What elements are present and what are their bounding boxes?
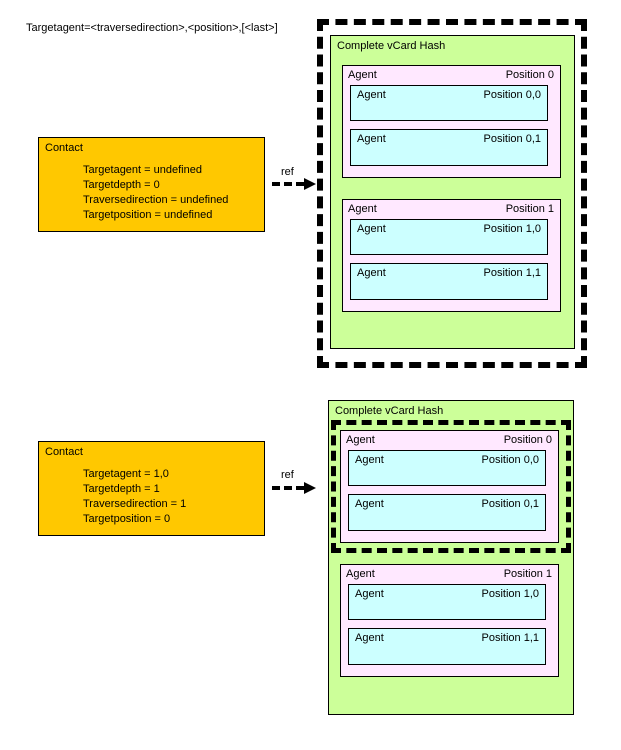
sub-agent-position: Position 1,0 xyxy=(483,223,541,235)
sub-agent-box: Agent Position 0,1 xyxy=(350,129,548,166)
contact-property: Targetdepth = 1 xyxy=(83,483,160,495)
agent-label: Agent xyxy=(346,568,375,580)
agent-box: Agent Position 1 Agent Position 1,0 Agen… xyxy=(342,199,561,312)
contact-box: Contact Targetagent = undefined Targetde… xyxy=(38,137,265,232)
contact-property: Targetdepth = 0 xyxy=(83,179,160,191)
sub-agent-box: Agent Position 0,1 xyxy=(348,494,546,531)
sub-agent-position: Position 1,0 xyxy=(481,588,539,600)
ref-label: ref xyxy=(281,469,294,481)
contact-properties: Targetagent = 1,0 Targetdepth = 1 Traver… xyxy=(83,467,186,527)
sub-agent-label: Agent xyxy=(357,223,386,235)
vcard-hash-box: Complete vCard Hash Agent Position 0 Age… xyxy=(330,35,575,349)
sub-agent-label: Agent xyxy=(355,632,384,644)
target-agent-dashed-highlight xyxy=(331,420,571,553)
ref-arrow xyxy=(271,481,317,495)
sub-agent-box: Agent Position 1,1 xyxy=(350,263,548,300)
agent-box: Agent Position 0 Agent Position 0,0 Agen… xyxy=(342,65,561,178)
sub-agent-position: Position 0,1 xyxy=(483,133,541,145)
agent-position: Position 0 xyxy=(505,69,554,81)
contact-box: Contact Targetagent = 1,0 Targetdepth = … xyxy=(38,441,265,536)
sub-agent-label: Agent xyxy=(355,498,384,510)
contact-property: Targetagent = 1,0 xyxy=(83,468,169,480)
sub-agent-box: Agent Position 1,0 xyxy=(348,584,546,620)
contact-property: Targetagent = undefined xyxy=(83,164,202,176)
agent-box: Agent Position 0 Agent Position 0,0 Agen… xyxy=(340,430,559,543)
agent-box: Agent Position 1 Agent Position 1,0 Agen… xyxy=(340,564,559,677)
ref-arrow xyxy=(271,177,317,191)
agent-label: Agent xyxy=(348,69,377,81)
format-caption: Targetagent=<traversedirection>,<positio… xyxy=(26,22,278,34)
sub-agent-position: Position 1,1 xyxy=(483,267,541,279)
contact-properties: Targetagent = undefined Targetdepth = 0 … xyxy=(83,163,228,223)
contact-title: Contact xyxy=(45,446,83,458)
sub-agent-label: Agent xyxy=(357,89,386,101)
focus-highlight-dashed-border xyxy=(317,19,587,368)
sub-agent-label: Agent xyxy=(357,267,386,279)
sub-agent-position: Position 0,0 xyxy=(483,89,541,101)
sub-agent-label: Agent xyxy=(357,133,386,145)
contact-property: Traversedirection = undefined xyxy=(83,194,229,206)
sub-agent-box: Agent Position 0,0 xyxy=(350,85,548,121)
sub-agent-box: Agent Position 1,0 xyxy=(350,219,548,255)
vcard-hash-title: Complete vCard Hash xyxy=(335,405,444,417)
ref-label: ref xyxy=(281,166,294,178)
sub-agent-position: Position 0,1 xyxy=(481,498,539,510)
agent-label: Agent xyxy=(348,203,377,215)
agent-position: Position 1 xyxy=(505,203,554,215)
vcard-hash-title: Complete vCard Hash xyxy=(337,40,446,52)
contact-title: Contact xyxy=(45,142,83,154)
sub-agent-box: Agent Position 1,1 xyxy=(348,628,546,665)
sub-agent-position: Position 0,0 xyxy=(481,454,539,466)
vcard-hash-box: Complete vCard Hash Agent Position 0 Age… xyxy=(328,400,574,715)
contact-property: Targetposition = 0 xyxy=(83,513,171,525)
sub-agent-label: Agent xyxy=(355,454,384,466)
sub-agent-label: Agent xyxy=(355,588,384,600)
agent-position: Position 1 xyxy=(503,568,552,580)
sub-agent-box: Agent Position 0,0 xyxy=(348,450,546,486)
contact-property: Targetposition = undefined xyxy=(83,209,213,221)
agent-position: Position 0 xyxy=(503,434,552,446)
contact-property: Traversedirection = 1 xyxy=(83,498,187,510)
sub-agent-position: Position 1,1 xyxy=(481,632,539,644)
agent-label: Agent xyxy=(346,434,375,446)
